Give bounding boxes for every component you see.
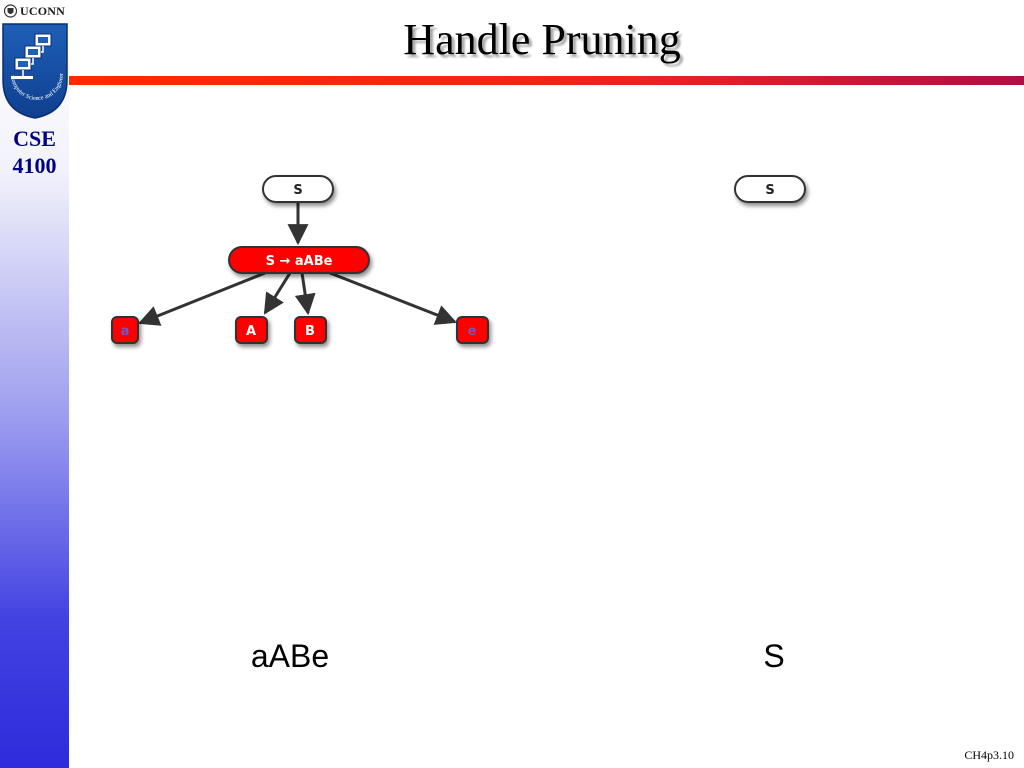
- computer-network-icon: [11, 33, 52, 79]
- edge-production-to-A: [263, 272, 292, 315]
- course-number: 4100: [12, 153, 57, 178]
- university-name: UCONN: [20, 3, 65, 18]
- sidebar: UCONN Computer Sci: [0, 0, 69, 768]
- leaf-label-a: a: [121, 324, 130, 339]
- slide-title: Handle Pruning: [403, 15, 681, 64]
- right-root-node: S: [734, 175, 806, 203]
- edge-production-to-e: [329, 271, 457, 325]
- leaf-node-a: a: [111, 316, 139, 344]
- leaf-label-B: B: [305, 324, 315, 339]
- right-parse-tree: S: [734, 175, 806, 203]
- slide-number: CH4p3.10: [964, 748, 1014, 762]
- edge-production-to-B: [294, 272, 316, 316]
- left-root-label: S: [293, 183, 302, 198]
- left-sentential-form: aABe: [250, 638, 330, 674]
- department-logo: Computer Science and Engineering: [1, 22, 68, 119]
- production-label: S → aABe: [266, 254, 333, 269]
- right-sentential-form: S: [763, 638, 785, 674]
- university-seal-icon: [4, 4, 17, 18]
- leaf-node-B: B: [294, 316, 327, 344]
- leaf-node-e: e: [456, 316, 489, 344]
- title-rule: [69, 76, 1024, 85]
- left-parse-tree: S S → aABe a A B e: [111, 175, 489, 344]
- production-node: S → aABe: [228, 246, 370, 274]
- uconn-wordmark: UCONN: [4, 3, 65, 19]
- right-root-label: S: [765, 183, 774, 198]
- leaf-label-A: A: [246, 324, 256, 339]
- course-prefix: CSE: [13, 126, 56, 151]
- leaf-label-e: e: [468, 324, 477, 339]
- course-label: CSE 4100: [0, 125, 69, 179]
- left-root-node: S: [262, 175, 334, 203]
- leaf-node-A: A: [235, 316, 268, 344]
- edge-production-to-a: [138, 271, 266, 326]
